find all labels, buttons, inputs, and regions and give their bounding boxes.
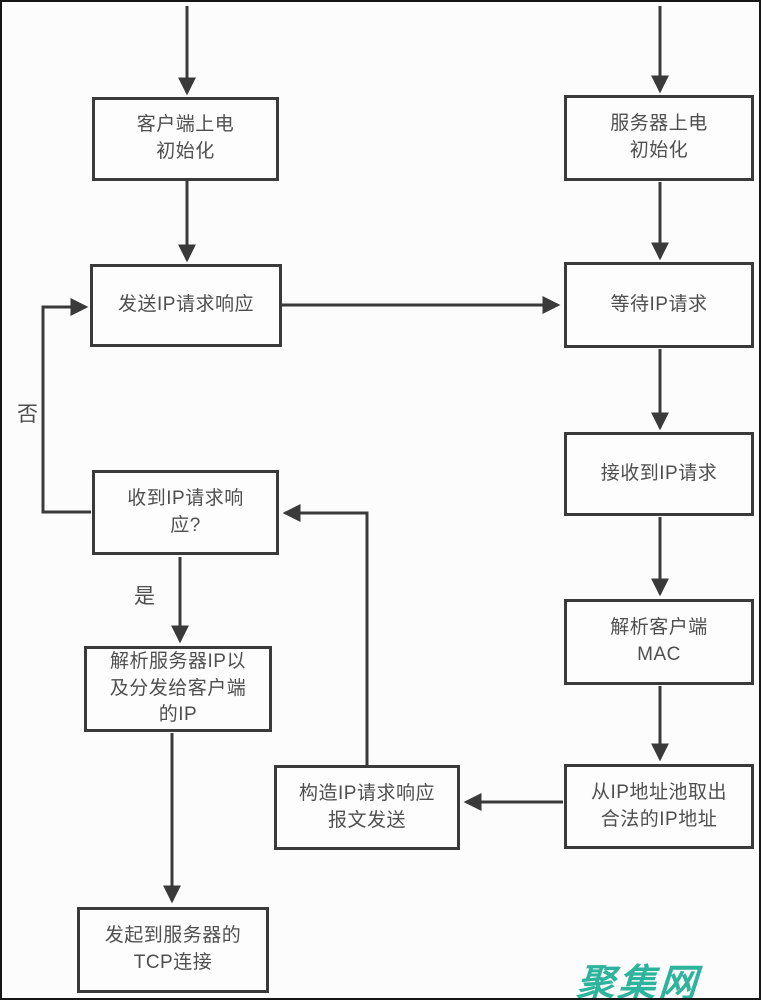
node-parse-client-mac: 解析客户端 MAC	[564, 599, 754, 685]
node-receive-ip-request: 接收到IP请求	[564, 432, 754, 516]
edge-label-yes: 是	[134, 585, 155, 608]
node-wait-ip-request: 等待IP请求	[564, 262, 754, 348]
node-send-ip-request: 发送IP请求响应	[90, 264, 282, 347]
node-client-init: 客户端上电 初始化	[92, 97, 279, 181]
node-server-init: 服务器上电 初始化	[564, 95, 754, 181]
arrow-construct-response-to-received-response	[282, 504, 369, 765]
node-received-ip-response: 收到IP请求响 应?	[92, 470, 279, 555]
watermark-text: 聚集网	[575, 963, 702, 1000]
node-tcp-connect: 发起到服务器的 TCP连接	[77, 907, 269, 993]
arrow-no-loop-to-send-request	[41, 298, 91, 514]
node-construct-response: 构造IP请求响应 报文发送	[274, 765, 460, 850]
node-parse-server-ip: 解析服务器IP以 及分发给客户端 的IP	[84, 646, 272, 732]
edge-label-no: 否	[17, 403, 38, 426]
node-ip-pool: 从IP地址池取出 合法的IP地址	[564, 764, 754, 849]
